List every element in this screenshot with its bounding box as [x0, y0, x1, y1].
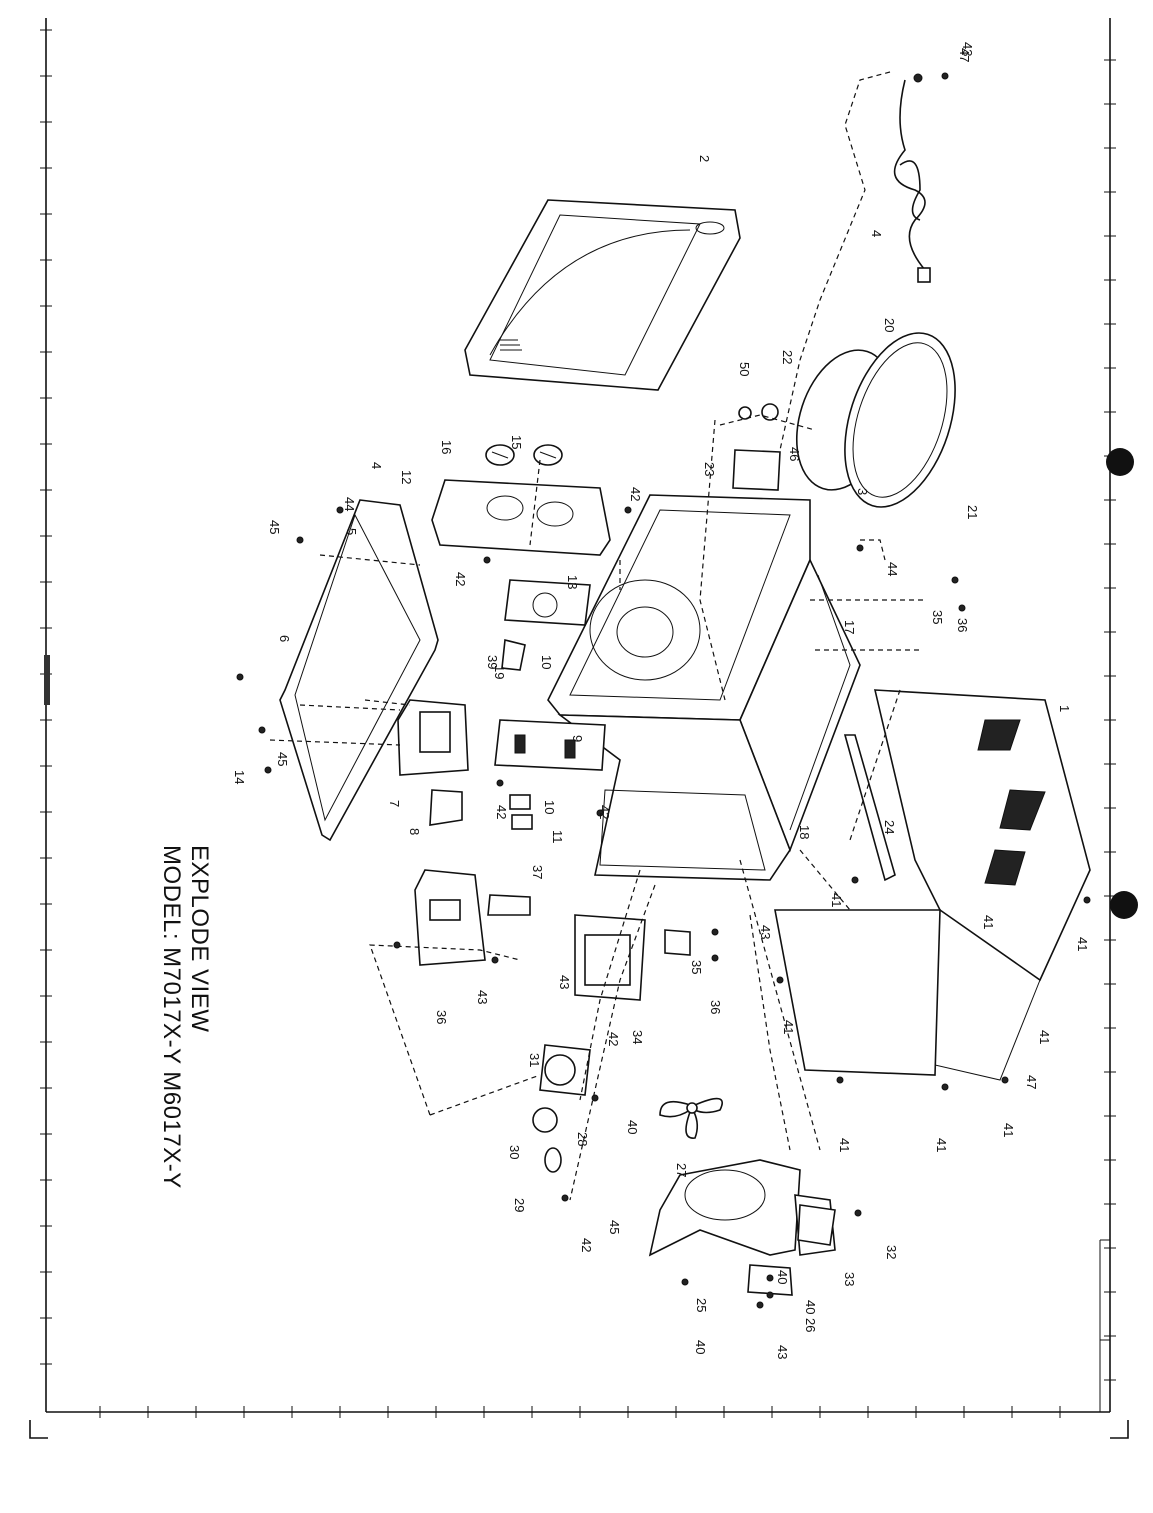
part-number-label: 12: [399, 470, 414, 484]
part-number-label: 33: [842, 1272, 857, 1286]
part-number-label: 43: [475, 990, 490, 1004]
title-line-1: EXPLODE VIEW: [186, 845, 213, 1032]
part-number-label: 10: [539, 655, 554, 669]
punch-hole: [1110, 891, 1138, 919]
part-number-label: 41: [1001, 1123, 1016, 1137]
part-number-label: 41: [1075, 937, 1090, 951]
part-number-label: 50: [737, 362, 752, 376]
part-number-label: 11: [550, 830, 565, 844]
part-number-label: 31: [527, 1053, 542, 1067]
part-number-label: 40: [693, 1340, 708, 1354]
part-capacitor-box: [415, 870, 530, 965]
part-number-label: 20: [882, 318, 897, 332]
part-number-label: 4: [869, 230, 884, 237]
part-number-label: 45: [275, 752, 290, 766]
part-waveguide-cover: [733, 404, 780, 490]
part-number-label: 17: [842, 620, 857, 634]
part-number-label: 41: [934, 1138, 949, 1152]
part-number-label: 43: [557, 975, 572, 989]
part-number-label: 2: [697, 155, 712, 162]
part-number-label: 43: [758, 925, 773, 939]
part-number-label: 1: [1057, 705, 1072, 712]
part-number-label: 10: [542, 800, 557, 814]
part-number-label: 14: [232, 770, 247, 784]
part-number-label: 7: [387, 800, 402, 807]
part-number-label: 16: [439, 440, 454, 454]
part-number-label: 44: [342, 497, 357, 511]
part-number-label: 47: [957, 48, 972, 62]
part-number-label: 6: [277, 635, 292, 642]
part-transformer: [398, 700, 468, 825]
part-fan-blade: [660, 1099, 722, 1139]
part-number-label: 42: [597, 805, 612, 819]
part-number-label: 35: [930, 610, 945, 624]
part-control-panel: [432, 480, 610, 555]
part-number-label: 44: [885, 562, 900, 576]
part-number-label: 40: [775, 1270, 790, 1284]
part-number-label: 36: [434, 1010, 449, 1024]
part-number-label: 30: [507, 1145, 522, 1159]
part-power-cord: [895, 74, 930, 282]
part-number-label: 42: [453, 572, 468, 586]
part-number-label: 3: [855, 488, 870, 495]
part-number-label: 41: [1037, 1030, 1052, 1044]
title-line-2: MODEL: M7017X-Y M6017X-Y: [158, 845, 185, 1189]
part-number-label: 13: [565, 575, 580, 589]
part-number-label: 45: [607, 1220, 622, 1234]
part-number-label: 45: [267, 520, 282, 534]
part-magnetron: [575, 915, 690, 1000]
part-number-label: 47: [1024, 1075, 1039, 1089]
part-number-label: 18: [797, 825, 812, 839]
part-number-label: 29: [512, 1198, 527, 1212]
part-number-label: 21: [965, 505, 980, 519]
part-number-label: 27: [674, 1163, 689, 1177]
part-number-label: 39: [485, 655, 500, 669]
part-number-label: 22: [780, 350, 795, 364]
part-number-label: 5: [344, 528, 359, 535]
part-number-label: 28: [575, 1132, 590, 1146]
part-number-label: 35: [689, 960, 704, 974]
part-number-label: 32: [884, 1245, 899, 1259]
part-base-plate: [280, 500, 438, 840]
part-number-label: 36: [708, 1000, 723, 1014]
part-door-panel: [465, 200, 740, 390]
part-number-label: 41: [837, 1138, 852, 1152]
part-turntable: [780, 319, 975, 521]
part-number-label: 34: [630, 1030, 645, 1044]
part-number-label: 41: [981, 915, 996, 929]
part-number-label: 42: [579, 1238, 594, 1252]
part-number-label: 36: [955, 618, 970, 632]
part-number-label: 8: [407, 828, 422, 835]
part-number-label: 37: [530, 865, 545, 879]
part-number-label: 26: [803, 1318, 818, 1332]
part-number-label: 40: [803, 1300, 818, 1314]
part-number-label: 4: [369, 462, 384, 469]
part-number-label: 42: [628, 487, 643, 501]
part-number-label: 42: [494, 805, 509, 819]
part-strip: [845, 735, 895, 880]
part-number-label: 46: [787, 447, 802, 461]
title-block: EXPLODE VIEW MODEL: M7017X-Y M6017X-Y: [158, 845, 213, 1189]
part-number-label: 41: [781, 1020, 796, 1034]
part-number-label: 42: [606, 1032, 621, 1046]
part-number-label: 41: [829, 893, 844, 907]
part-number-label: 15: [509, 435, 524, 449]
part-number-label: 24: [882, 820, 897, 834]
part-number-label: 23: [702, 462, 717, 476]
part-number-label: 40: [625, 1120, 640, 1134]
part-number-label: 9: [570, 735, 585, 742]
part-number-label: 25: [694, 1298, 709, 1312]
punch-hole: [1106, 448, 1134, 476]
part-number-label: 43: [775, 1345, 790, 1359]
